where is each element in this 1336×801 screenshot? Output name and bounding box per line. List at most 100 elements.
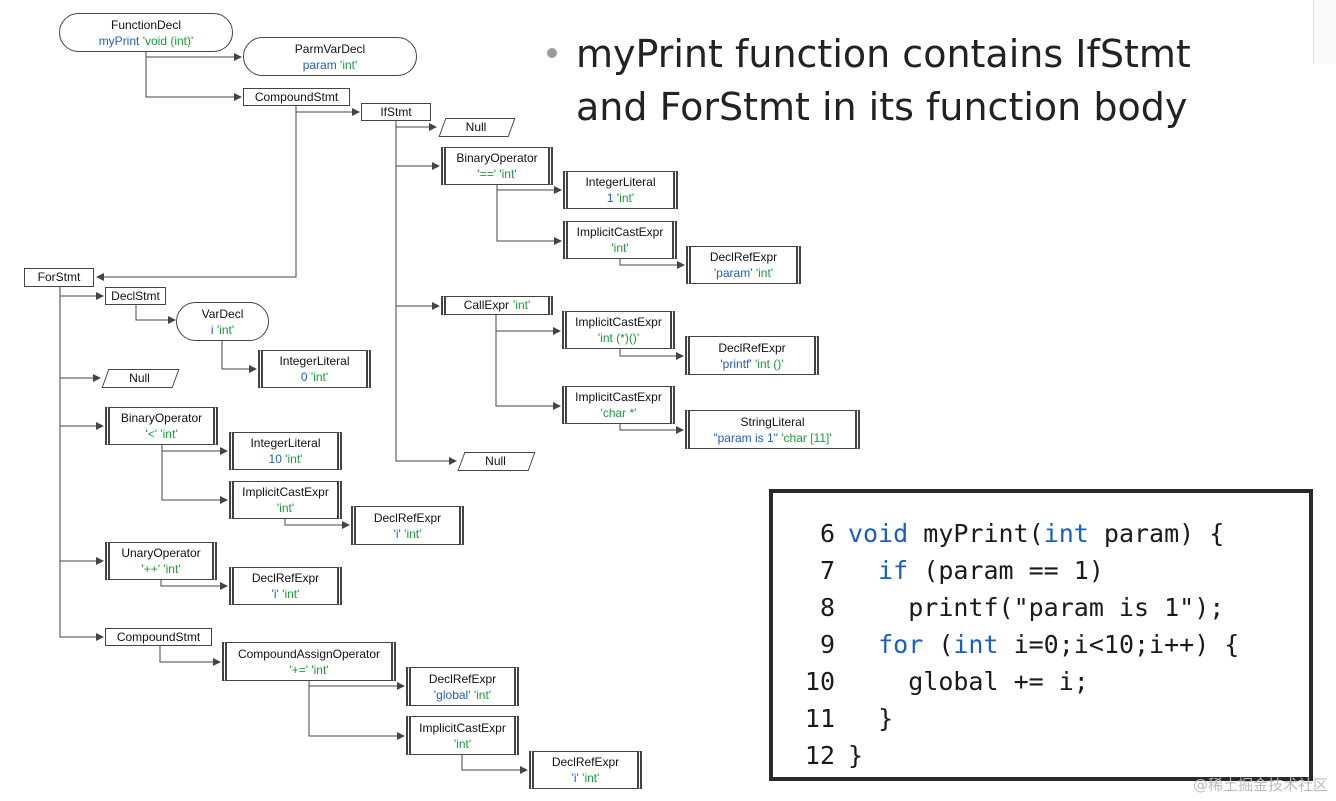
edge [59, 287, 101, 382]
node-name: 'param' [713, 266, 753, 280]
node-implicitcastexpr-printf: ImplicitCastExpr 'int (*)()' [562, 311, 675, 349]
node-vardecl: VarDecl i 'int' [176, 302, 269, 341]
node-null-if: Null [465, 120, 487, 134]
node-value: 10 [268, 452, 282, 466]
node-label: DeclStmt [111, 289, 160, 303]
node-declrefexpr-printf: DeclRefExpr 'printf' 'int ()' [685, 336, 819, 375]
node-label: CompoundStmt [116, 630, 201, 644]
node-label: IfStmt [380, 105, 412, 119]
line-number: 6 [819, 519, 835, 548]
code-line: 11 } [773, 704, 893, 734]
code-text: global += i; [908, 667, 1089, 696]
node-label: DeclRefExpr [428, 672, 497, 686]
code-text: printf("param is 1"); [908, 593, 1225, 622]
node-integerliteral-1: IntegerLiteral 1 'int' [563, 171, 678, 209]
node-type: 'int' [276, 501, 295, 515]
node-integerliteral-0: IntegerLiteral 0 'int' [258, 350, 371, 388]
code-indent [848, 593, 908, 622]
node-name: 'i' [571, 771, 579, 785]
code-indent [848, 556, 878, 585]
node-implicitcastexpr-i: ImplicitCastExpr 'int' [229, 481, 342, 519]
node-name: 'global' [433, 688, 471, 702]
code-text: (param == 1) [908, 556, 1104, 585]
node-declrefexpr-i-1: DeclRefExpr 'i' 'int' [351, 506, 464, 545]
code-indent [848, 667, 908, 696]
edge [145, 52, 242, 101]
node-unaryoperator: UnaryOperator '++' 'int' [105, 542, 217, 580]
line-number: 11 [804, 704, 835, 733]
node-type: '<' 'int' [145, 427, 178, 441]
window-edge [1313, 0, 1336, 64]
node-functiondecl: FunctionDecl myPrint 'void (int)' [59, 13, 233, 52]
node-type: 'int' [340, 58, 358, 72]
node-label: IntegerLiteral [250, 436, 321, 450]
node-callexpr: CallExpr'int' [441, 296, 553, 315]
node-type: 'char *' [600, 406, 637, 420]
edge [496, 185, 562, 245]
node-stringliteral: StringLiteral "param is 1" 'char [11]' [685, 410, 860, 449]
node-type: 'void (int)' [142, 34, 194, 48]
node-integerliteral-10: IntegerLiteral 10 'int' [229, 432, 342, 470]
edge [619, 349, 684, 360]
code-text: ( [923, 630, 954, 659]
edge [59, 287, 104, 430]
edge [59, 287, 104, 641]
node-value: "param is 1" [713, 431, 778, 445]
node-implicitcastexpr-param: ImplicitCastExpr 'int' [563, 221, 677, 259]
node-label: FunctionDecl [110, 18, 182, 32]
code-indent [848, 704, 878, 733]
node-type: 'int' [513, 298, 531, 312]
node-name: 'printf' [720, 357, 752, 371]
node-label: ImplicitCastExpr [242, 485, 329, 499]
node-name: param [302, 58, 337, 72]
edge [308, 681, 405, 740]
edge [135, 305, 176, 324]
node-name: myPrint [98, 34, 140, 48]
node-type: 'int ()' [755, 357, 784, 371]
node-compoundassignoperator: CompoundAssignOperator '+=' 'int' [222, 642, 396, 681]
node-implicitcastexpr-char: ImplicitCastExpr 'char *' [562, 386, 675, 424]
edge [295, 106, 360, 116]
node-type: 'int' [310, 370, 329, 384]
node-label: ImplicitCastExpr [575, 390, 662, 404]
edge [59, 287, 104, 300]
line-number: 8 [819, 593, 835, 622]
node-value: 1 [606, 191, 614, 205]
edge [619, 424, 684, 434]
edge [619, 259, 685, 269]
node-type: 'int' [611, 241, 629, 255]
node-type: 'char [11]' [781, 431, 832, 445]
node-type: '++' 'int' [141, 562, 181, 576]
line-number: 10 [804, 667, 835, 696]
node-label: CompoundStmt [254, 90, 339, 104]
edge [395, 121, 457, 465]
node-ifstmt: IfStmt [361, 103, 431, 121]
line-number: 12 [804, 741, 835, 770]
edge [496, 185, 562, 194]
edge [495, 314, 561, 410]
edge [221, 341, 257, 373]
code-line: 7 if (param == 1) [773, 556, 1104, 586]
node-type: 'int' [453, 737, 472, 751]
node-name: 'i' [271, 587, 279, 601]
node-declrefexpr-param: DeclRefExpr 'param' 'int' [686, 246, 801, 284]
node-declrefexpr-i-3: DeclRefExpr 'i' 'int' [529, 751, 642, 789]
code-line: 12} [773, 741, 863, 771]
node-label: ImplicitCastExpr [419, 721, 506, 735]
node-label: DeclRefExpr [709, 250, 778, 264]
code-text: param) { [1088, 519, 1225, 548]
code-keyword: if [878, 556, 909, 585]
edge [161, 445, 228, 455]
node-type: '==' 'int' [477, 167, 517, 181]
node-label: ParmVarDecl [294, 42, 366, 56]
node-label: VarDecl [201, 307, 244, 321]
code-text: i=0;i<10;i++) { [998, 630, 1240, 659]
node-name: i [210, 323, 214, 337]
node-type: 'int (*)()' [597, 331, 640, 345]
edge [59, 287, 104, 565]
node-label: CallExpr [463, 298, 510, 312]
node-type: 'int' [473, 688, 492, 702]
edge [161, 445, 228, 504]
